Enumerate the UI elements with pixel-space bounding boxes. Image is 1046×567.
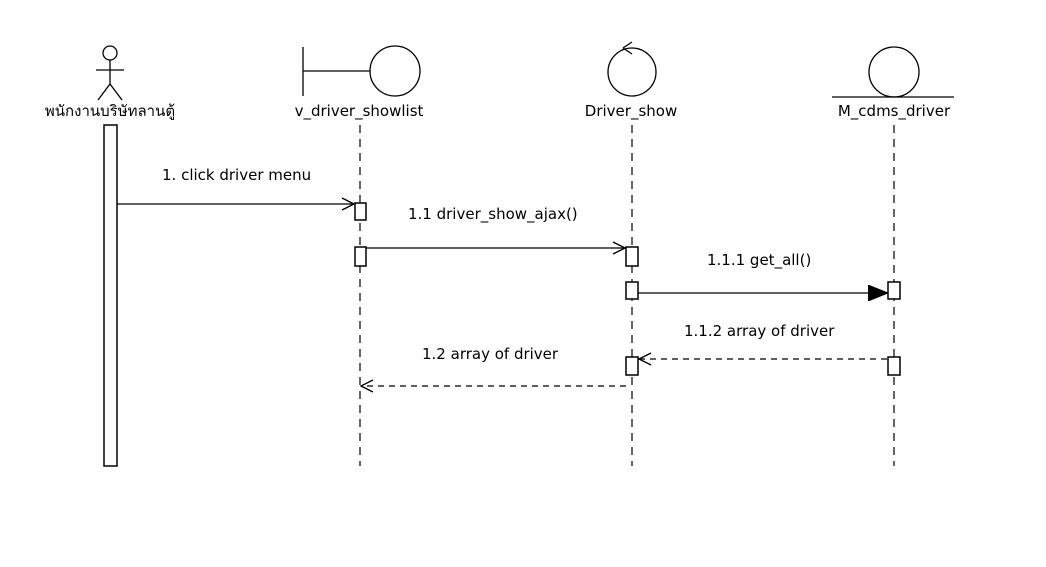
- entity-label: M_cdms_driver: [838, 102, 951, 121]
- control-activation-3: [625, 356, 639, 376]
- message-1-label: 1. click driver menu: [162, 166, 311, 184]
- actor-label: พนักงานบริษัทลานตู้: [45, 102, 175, 120]
- actor-icon: [96, 45, 124, 101]
- control-activation-2: [625, 281, 639, 300]
- boundary-activation-1: [354, 202, 367, 221]
- entity-activation-1: [887, 281, 901, 300]
- message-1-2: 1.2 array of driver: [361, 345, 626, 386]
- boundary-icon: [302, 45, 421, 97]
- message-1-1: 1.1 driver_show_ajax(): [366, 205, 625, 248]
- boundary-activation-2: [354, 246, 367, 267]
- actor-activation-bar: [103, 124, 118, 467]
- entity-icon: [832, 46, 954, 98]
- message-1-1-1-label: 1.1.1 get_all(): [707, 251, 811, 270]
- control-label: Driver_show: [585, 102, 677, 121]
- boundary-label: v_driver_showlist: [295, 102, 424, 121]
- message-1-1-1: 1.1.1 get_all(): [638, 251, 887, 293]
- message-1-1-2: 1.1.2 array of driver: [639, 322, 887, 359]
- control-icon: [607, 41, 657, 97]
- message-1-1-2-label: 1.1.2 array of driver: [684, 322, 835, 340]
- message-1-1-label: 1.1 driver_show_ajax(): [408, 205, 578, 224]
- message-1-2-label: 1.2 array of driver: [422, 345, 559, 363]
- control-activation-1: [625, 246, 639, 267]
- message-1: 1. click driver menu: [117, 166, 354, 204]
- entity-activation-2: [887, 356, 901, 376]
